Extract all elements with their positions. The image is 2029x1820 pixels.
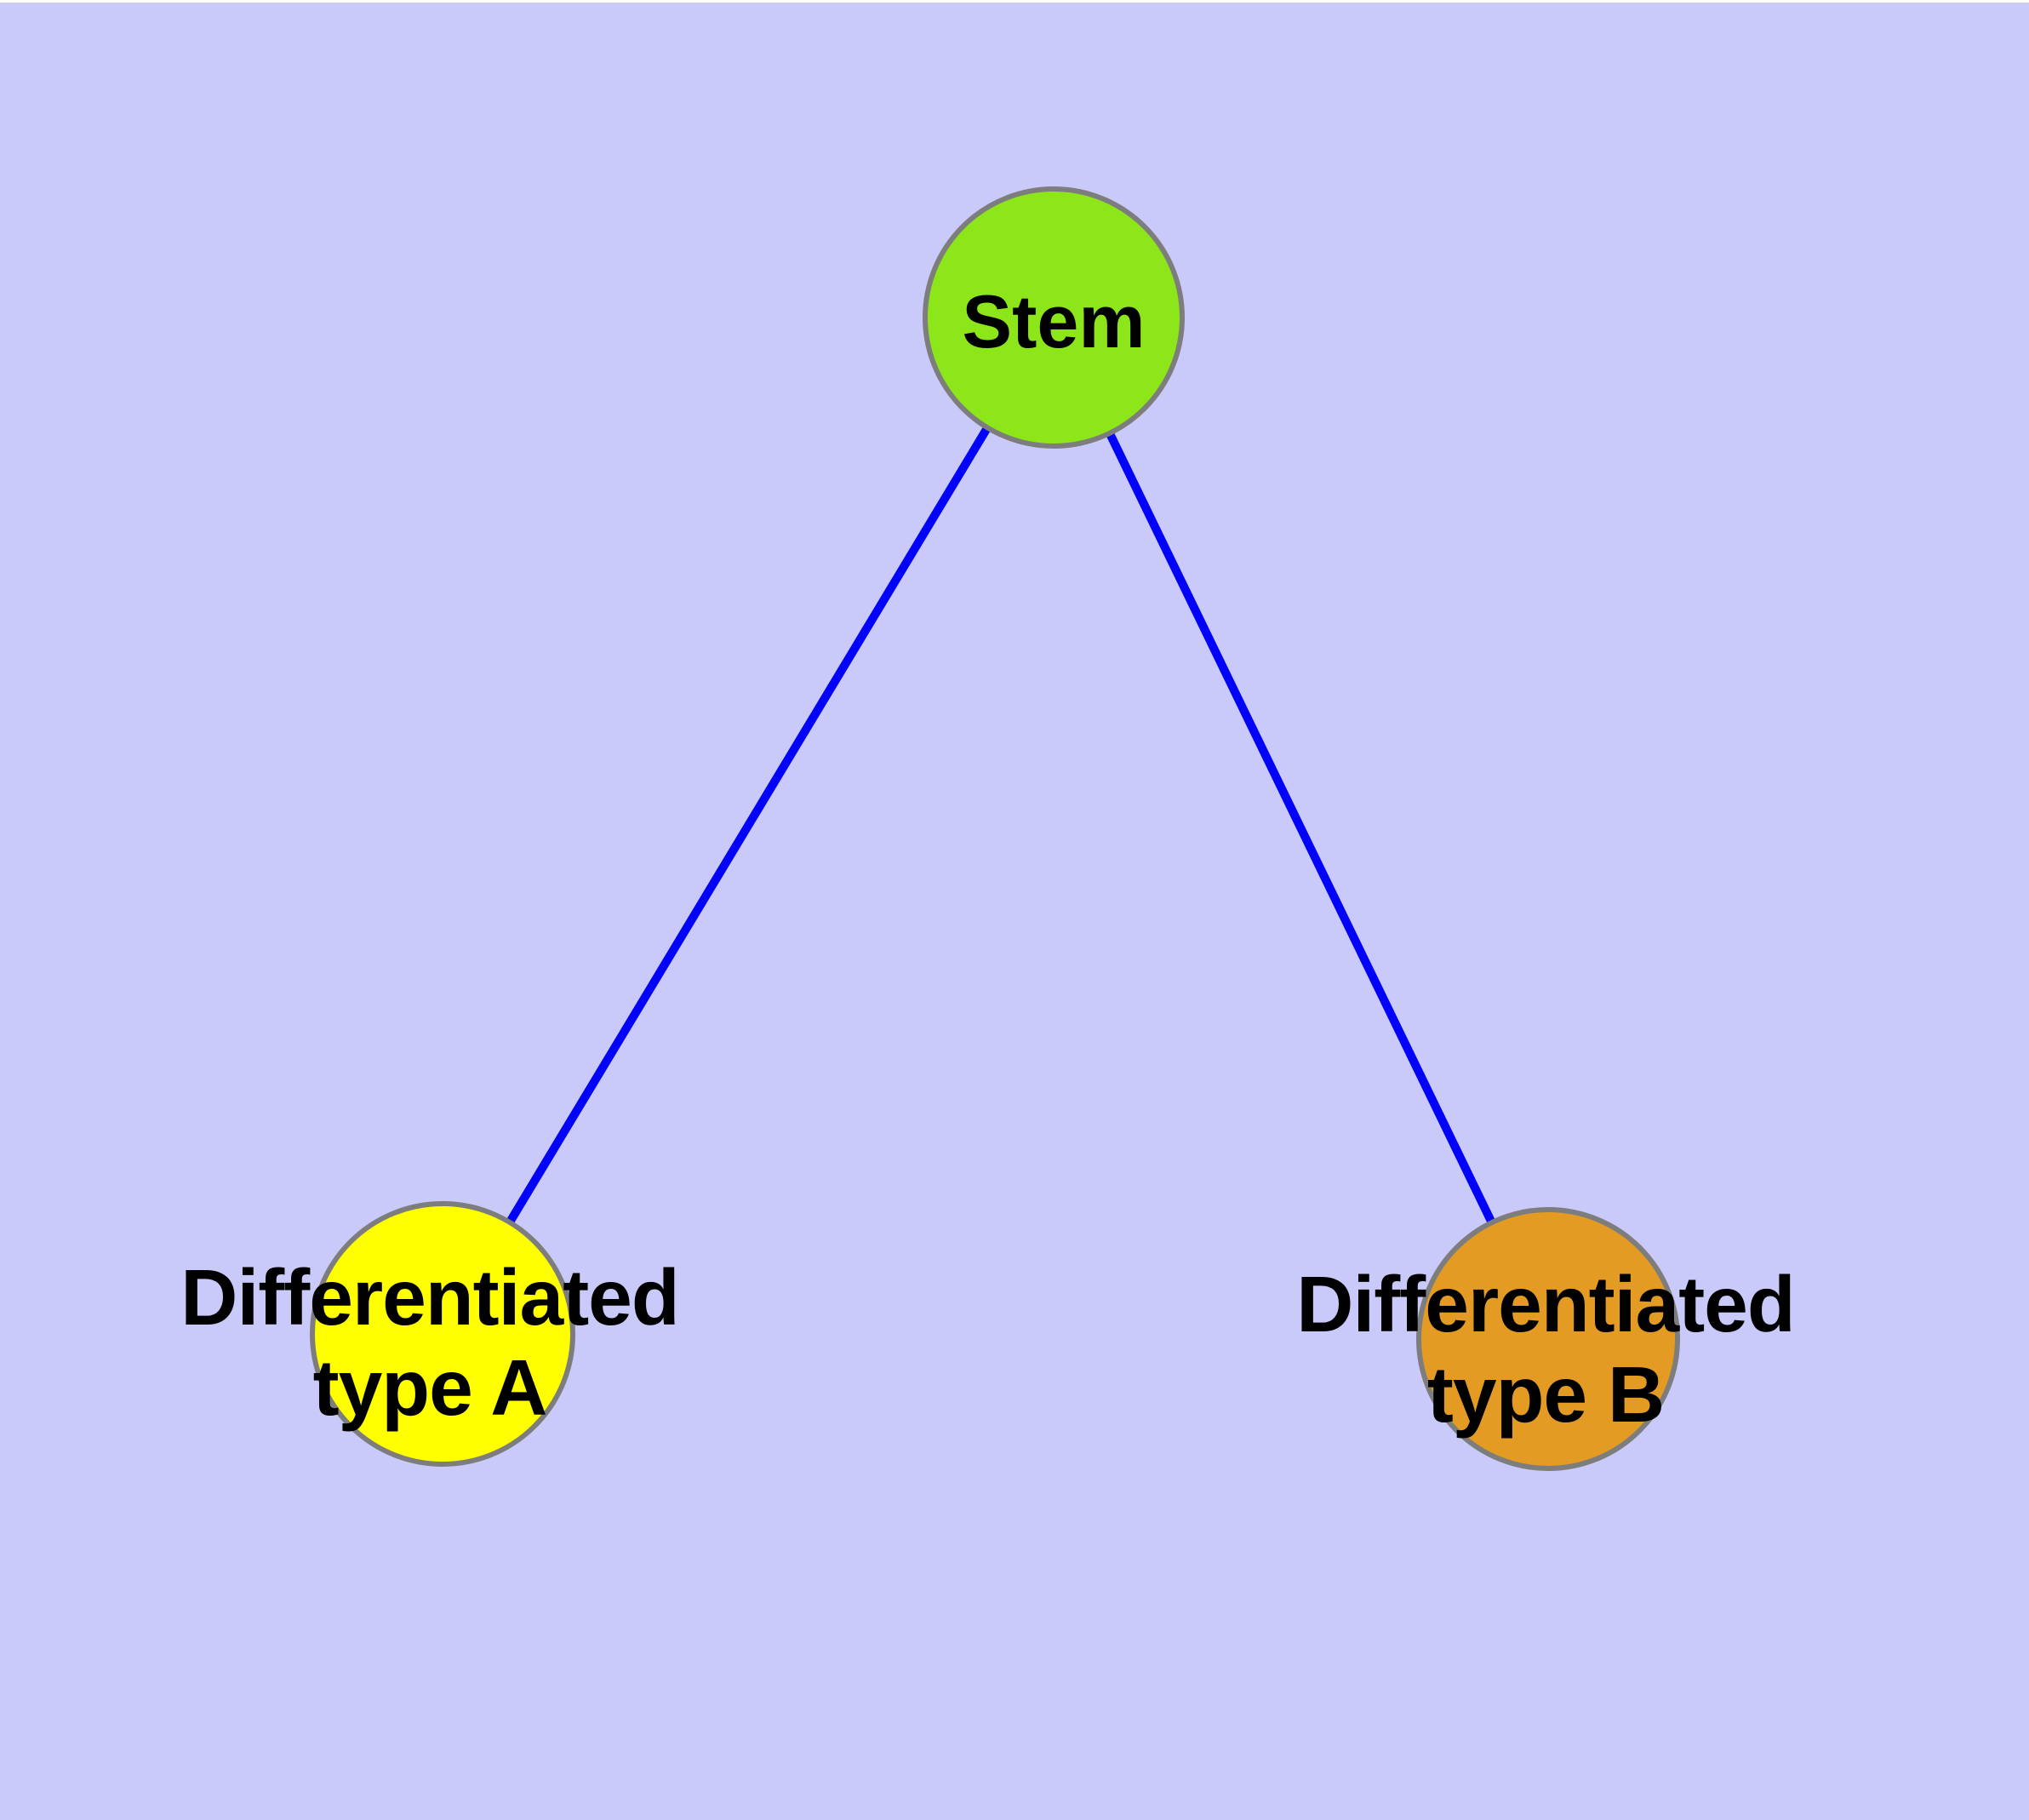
edge-stem-to-type-b[interactable] (1049, 315, 1552, 1342)
node-stem[interactable] (923, 186, 1185, 449)
node-differentiated-type-b[interactable] (1416, 1207, 1680, 1471)
edge-stem-to-type-a[interactable] (438, 315, 1058, 1336)
node-differentiated-type-a[interactable] (310, 1201, 575, 1467)
top-margin (0, 0, 2029, 3)
